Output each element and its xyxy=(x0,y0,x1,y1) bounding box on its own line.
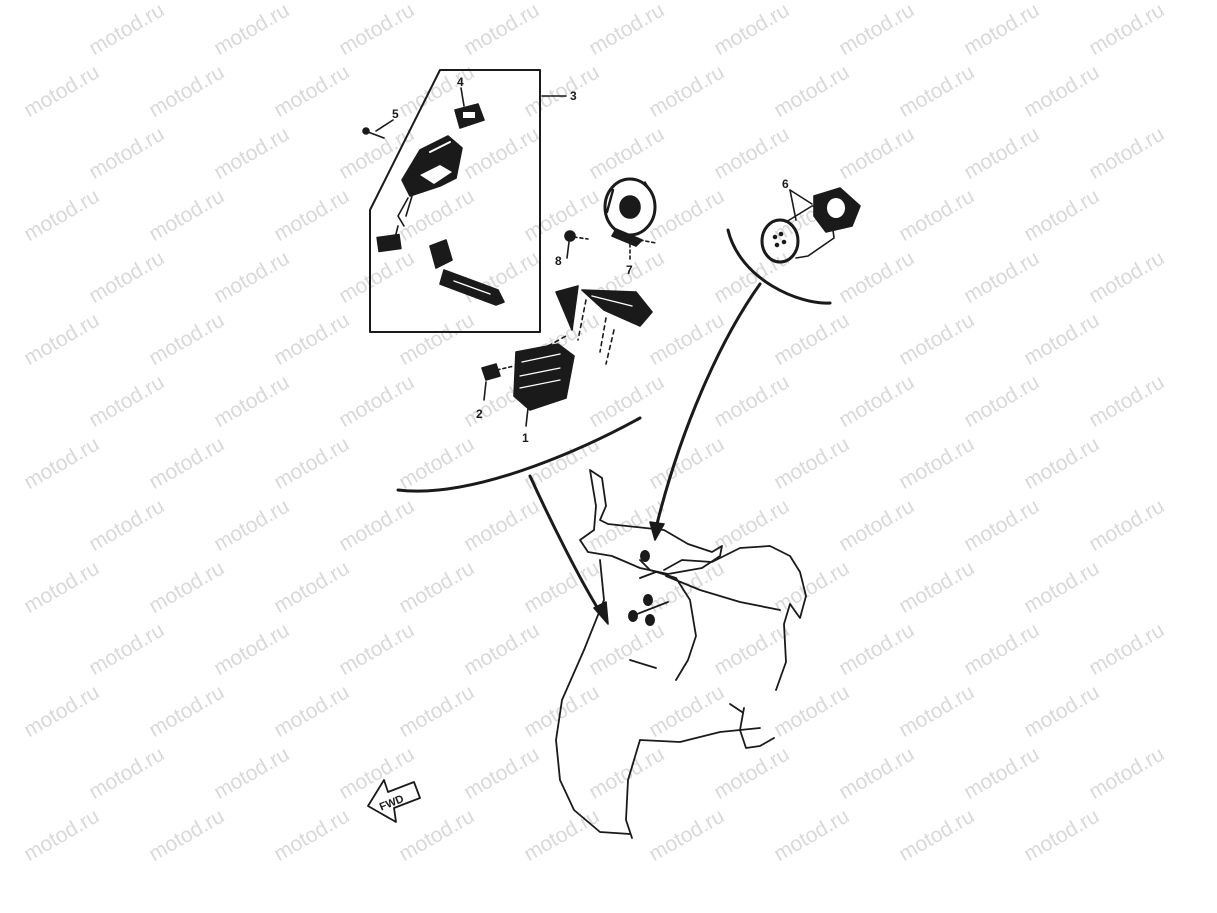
part3-frame xyxy=(369,69,541,333)
callout-arc-left xyxy=(396,416,642,493)
callout-4: 4 xyxy=(457,75,464,89)
bolt-icon xyxy=(564,230,589,259)
connector-icon xyxy=(376,225,402,253)
regulator-icon xyxy=(513,335,575,427)
pointer-arrow-right xyxy=(654,282,762,530)
fwd-label: FWD xyxy=(378,793,406,814)
callout-arc-right xyxy=(726,228,832,305)
callout-3: 3 xyxy=(570,89,577,103)
callout-2: 2 xyxy=(476,407,483,421)
arrowhead-left xyxy=(593,601,609,625)
bracket-icon xyxy=(555,285,653,365)
horn-icon xyxy=(603,177,657,261)
callout-8: 8 xyxy=(555,254,562,268)
steering-lock-icon xyxy=(429,239,505,306)
callout-5: 5 xyxy=(392,107,399,121)
scooter-markers xyxy=(628,550,655,626)
arrowhead-right xyxy=(649,521,665,541)
pointer-arrow-left xyxy=(528,474,602,614)
callout-6: 6 xyxy=(782,177,789,191)
screw-icon xyxy=(362,127,385,139)
buzzer-icon xyxy=(760,187,861,264)
main-switch-icon xyxy=(397,135,463,227)
callout-1: 1 xyxy=(522,431,529,445)
screw-icon xyxy=(481,363,515,401)
fwd-arrow-icon xyxy=(367,779,421,823)
leader-5 xyxy=(375,119,394,132)
callout-7: 7 xyxy=(626,263,633,277)
key-cap-icon xyxy=(454,87,485,129)
scooter-outline xyxy=(555,469,807,839)
